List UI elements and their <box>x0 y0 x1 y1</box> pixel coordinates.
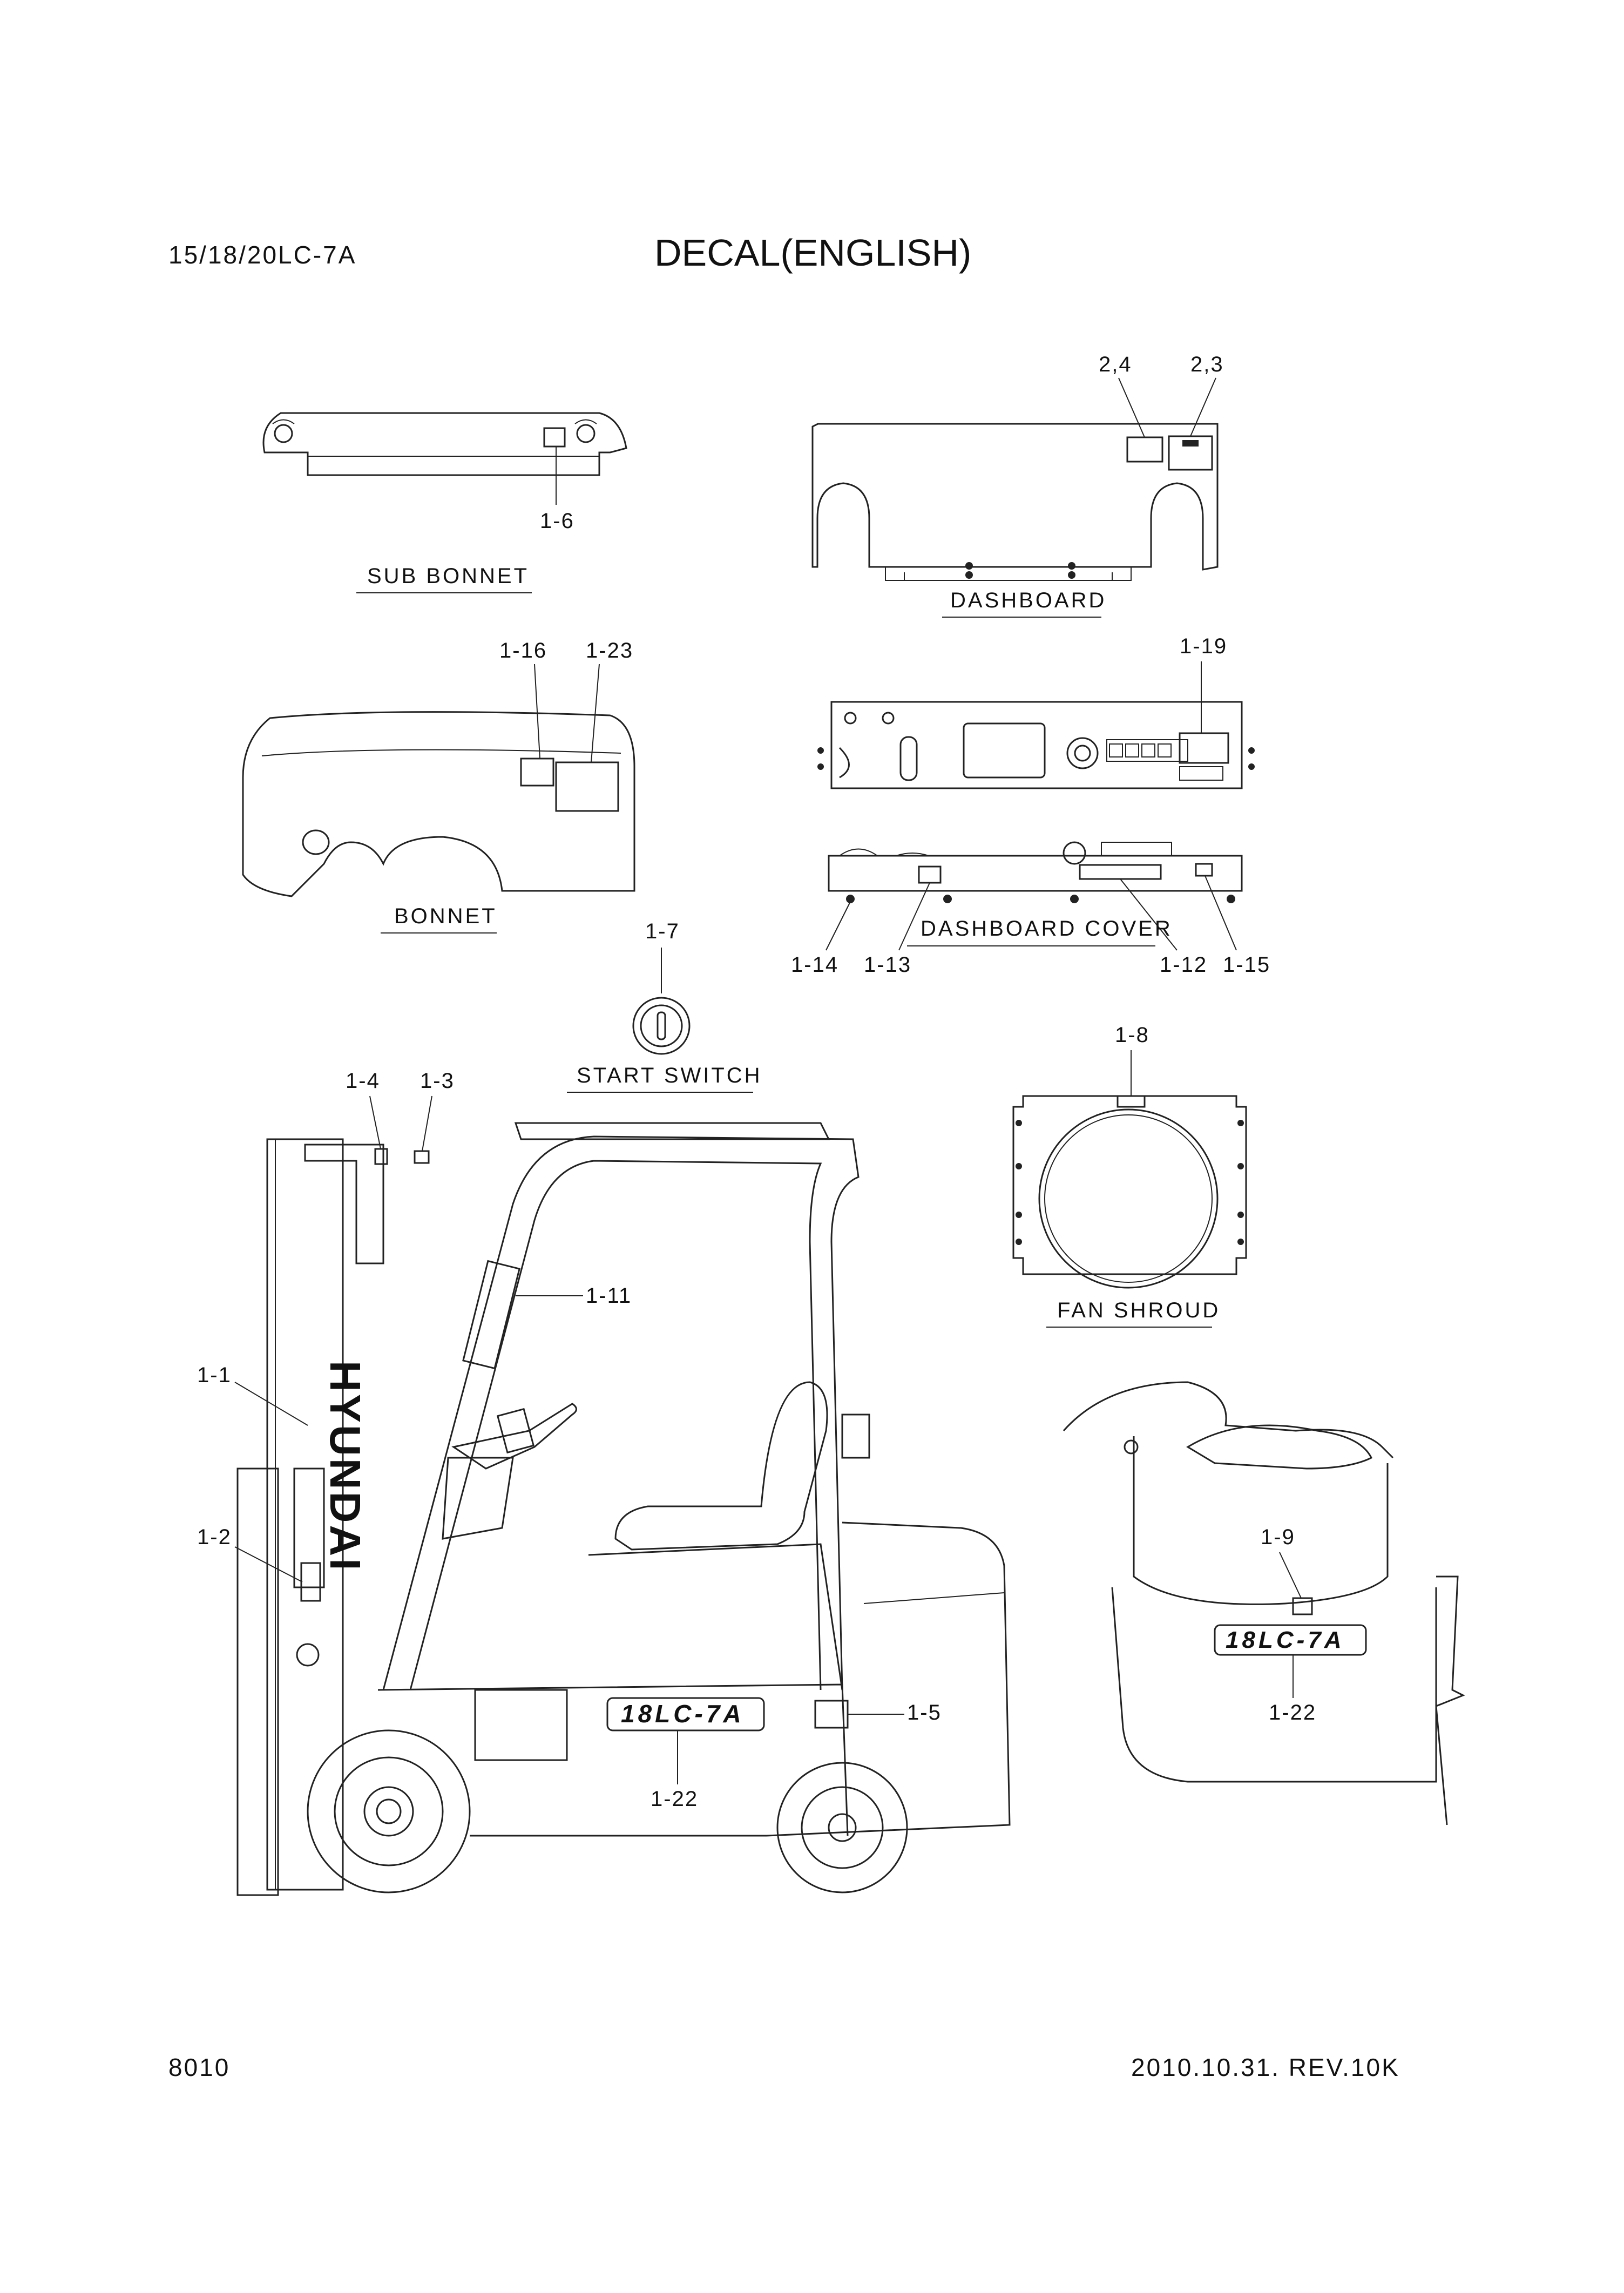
callout-1-12: 1-12 <box>1160 953 1207 977</box>
callout-2-4: 2,4 <box>1099 353 1132 376</box>
callout-1-23: 1-23 <box>586 639 633 662</box>
callout-1-5: 1-5 <box>907 1701 942 1724</box>
callout-1-7: 1-7 <box>645 919 680 943</box>
decal-1-8-marker <box>1116 1095 1146 1108</box>
decal-1-11-marker <box>462 1260 520 1370</box>
model-badge-main-text: 18LC-7A <box>621 1700 745 1728</box>
model-badge-side <box>1214 1624 1367 1656</box>
callout-1-22-main: 1-22 <box>651 1787 698 1811</box>
callout-1-8: 1-8 <box>1115 1023 1149 1047</box>
callout-1-14: 1-14 <box>791 953 838 977</box>
callout-1-15: 1-15 <box>1223 953 1270 977</box>
decal-1-3-marker <box>414 1150 430 1164</box>
decal-1-23-marker <box>555 761 619 812</box>
decal-1-15-marker <box>1195 863 1213 877</box>
decal-1-4-marker <box>374 1148 388 1165</box>
sub-bonnet-drawing <box>262 412 627 505</box>
decal-1-2-marker <box>300 1562 321 1602</box>
model-badge-side-text: 18LC-7A <box>1226 1627 1345 1653</box>
fan-shroud-drawing <box>1012 1095 1247 1289</box>
callout-1-16: 1-16 <box>499 639 547 662</box>
decal-1-12-marker <box>1079 864 1162 880</box>
callout-1-3: 1-3 <box>420 1069 455 1093</box>
caption-start-switch: START SWITCH <box>577 1064 762 1087</box>
callout-1-11: 1-11 <box>586 1284 632 1308</box>
decal-2-4-marker <box>1126 436 1163 463</box>
caption-bonnet: BONNET <box>394 904 497 928</box>
caption-dashboard: DASHBOARD <box>950 589 1106 612</box>
decal-1-13-marker <box>918 865 942 884</box>
decal-1-19-marker <box>1179 732 1229 764</box>
callout-1-22-side: 1-22 <box>1269 1701 1316 1724</box>
callout-1-1: 1-1 <box>197 1363 232 1387</box>
decal-1-9-marker <box>1292 1597 1313 1615</box>
forklift-side-view: HYUNDAI 18LC-7A <box>236 1122 1011 1896</box>
mast-hyundai-decal: HYUNDAI <box>321 1361 369 1572</box>
page-code: 8010 <box>168 2053 230 2081</box>
callout-2-3: 2,3 <box>1190 353 1224 376</box>
page-title: DECAL(ENGLISH) <box>654 232 971 274</box>
decal-1-6-marker <box>543 427 566 448</box>
counterweight-detail-view: 18LC-7A <box>1063 1381 1465 1825</box>
dashboard-cover-drawing <box>825 841 1243 951</box>
dashboard-panel-drawing <box>817 661 1255 789</box>
bonnet-drawing <box>242 664 635 897</box>
callout-1-2: 1-2 <box>197 1525 232 1549</box>
model-badge-main <box>606 1697 765 1731</box>
caption-dashboard-cover: DASHBOARD COVER <box>921 917 1173 941</box>
caption-sub-bonnet: SUB BONNET <box>367 564 529 588</box>
caption-fan-shroud: FAN SHROUD <box>1057 1298 1220 1322</box>
callout-1-6: 1-6 <box>540 509 574 533</box>
model-number: 15/18/20LC-7A <box>168 241 356 269</box>
start-switch-drawing <box>632 997 691 1055</box>
decal-1-16-marker <box>520 757 554 787</box>
dashboard-drawing <box>811 377 1219 581</box>
callout-1-4: 1-4 <box>346 1069 380 1093</box>
callout-1-13: 1-13 <box>864 953 911 977</box>
revision-stamp: 2010.10.31. REV.10K <box>1131 2053 1400 2081</box>
callout-1-9: 1-9 <box>1261 1525 1295 1549</box>
callout-1-19: 1-19 <box>1180 634 1227 658</box>
